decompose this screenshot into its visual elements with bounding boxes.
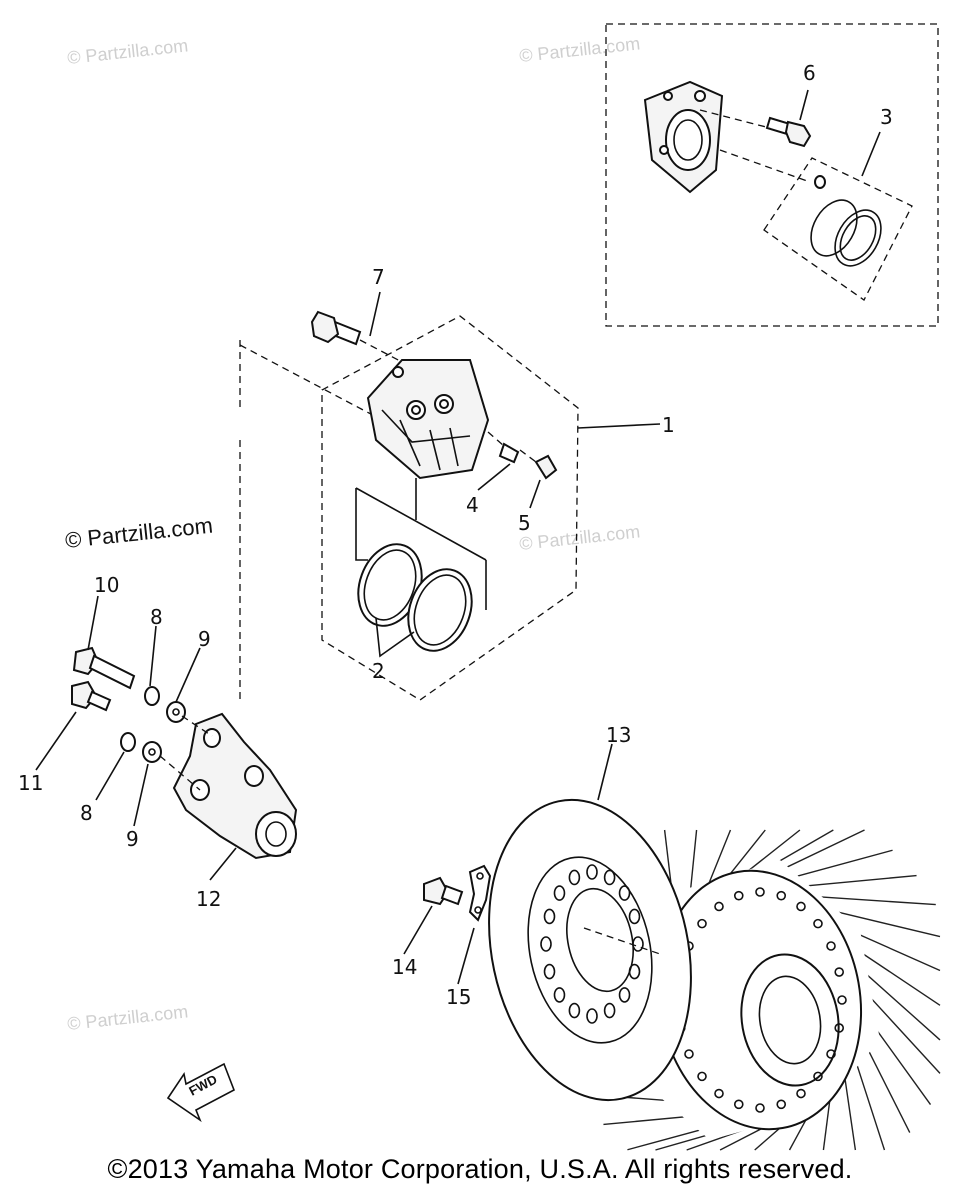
callout-2: 2	[372, 659, 385, 683]
seal-kit-3	[763, 157, 913, 301]
callout-13: 13	[606, 723, 631, 747]
hub-hole	[733, 890, 744, 901]
callout-6: 6	[803, 61, 816, 85]
brake-disc-13: 13	[488, 723, 692, 1102]
disc-hole	[628, 963, 641, 980]
disc-hole	[543, 963, 556, 980]
disc-hole	[603, 869, 616, 886]
disc-bolt-14: 14	[392, 876, 464, 979]
disc-hole	[540, 936, 552, 952]
hub-hole	[796, 901, 806, 912]
hub-hole	[697, 1071, 707, 1082]
disc-hole	[553, 987, 566, 1003]
fwd-arrow: FWD	[166, 1062, 236, 1123]
disc-hole	[618, 987, 631, 1003]
lock-plate-15: 15	[446, 864, 492, 1009]
caliper-inset	[643, 80, 724, 194]
disc-hole	[568, 869, 581, 886]
disc-hole	[586, 864, 598, 880]
disc-hole	[568, 1002, 581, 1019]
callout-9-upper: 9	[198, 627, 211, 651]
watermark-top-left: © Partzilla.com	[66, 35, 189, 68]
caliper-bracket-hardware: 10 8 9 11 8 9 12	[18, 573, 298, 911]
hub-hole	[834, 1023, 845, 1033]
disc-hole	[628, 908, 641, 925]
hub-hole	[755, 887, 765, 897]
hub-hole	[714, 1088, 724, 1099]
hub-hole	[826, 1049, 836, 1059]
callout-1: 1	[662, 413, 675, 437]
hub-hole	[776, 890, 787, 901]
bolt-6	[765, 116, 812, 148]
caliper-assembly-1: 7 1 4 5 2	[239, 265, 675, 701]
callout-4: 4	[466, 493, 479, 517]
disc-hole	[586, 1008, 598, 1024]
callout-10: 10	[94, 573, 119, 597]
callout-8-upper: 8	[150, 605, 163, 629]
hub-hole	[733, 1099, 744, 1110]
callout-12: 12	[196, 887, 221, 911]
hub-hole	[813, 1071, 823, 1082]
hub-hole	[755, 1103, 765, 1113]
callout-14: 14	[392, 955, 417, 979]
hub-hole	[697, 918, 707, 929]
hub-hole	[813, 918, 823, 929]
copyright-notice: ©2013 Yamaha Motor Corporation, U.S.A. A…	[107, 1154, 853, 1184]
disc-hole	[603, 1002, 616, 1019]
disc-hole	[632, 936, 644, 952]
callout-3: 3	[880, 105, 893, 129]
callout-7: 7	[372, 265, 385, 289]
spoke	[792, 874, 917, 888]
spoke	[820, 907, 941, 938]
watermark-top-right: © Partzilla.com	[518, 33, 641, 66]
hub-hole	[796, 1088, 806, 1099]
hub-hole	[826, 941, 836, 951]
hub-hole	[776, 1099, 787, 1110]
callout-5: 5	[518, 511, 531, 535]
hub-hole	[684, 1049, 694, 1059]
callout-15: 15	[446, 985, 471, 1009]
inset-box: 6 3	[605, 23, 939, 327]
brake-pads-2	[357, 543, 473, 652]
watermark-bottom-left: © Partzilla.com	[66, 1001, 189, 1034]
hub-hole	[834, 967, 845, 977]
callout-11: 11	[18, 771, 43, 795]
callout-8-lower: 8	[80, 801, 93, 825]
disc-hole	[553, 885, 566, 901]
spoke	[807, 895, 936, 906]
watermark-main: © Partzilla.com	[64, 513, 214, 553]
callout-9-lower: 9	[126, 827, 139, 851]
disc-hole	[543, 908, 556, 925]
watermark-mid-right: © Partzilla.com	[518, 521, 641, 554]
hub-hole	[714, 901, 724, 912]
disc-hole	[618, 885, 631, 901]
hub-hole	[837, 995, 847, 1005]
